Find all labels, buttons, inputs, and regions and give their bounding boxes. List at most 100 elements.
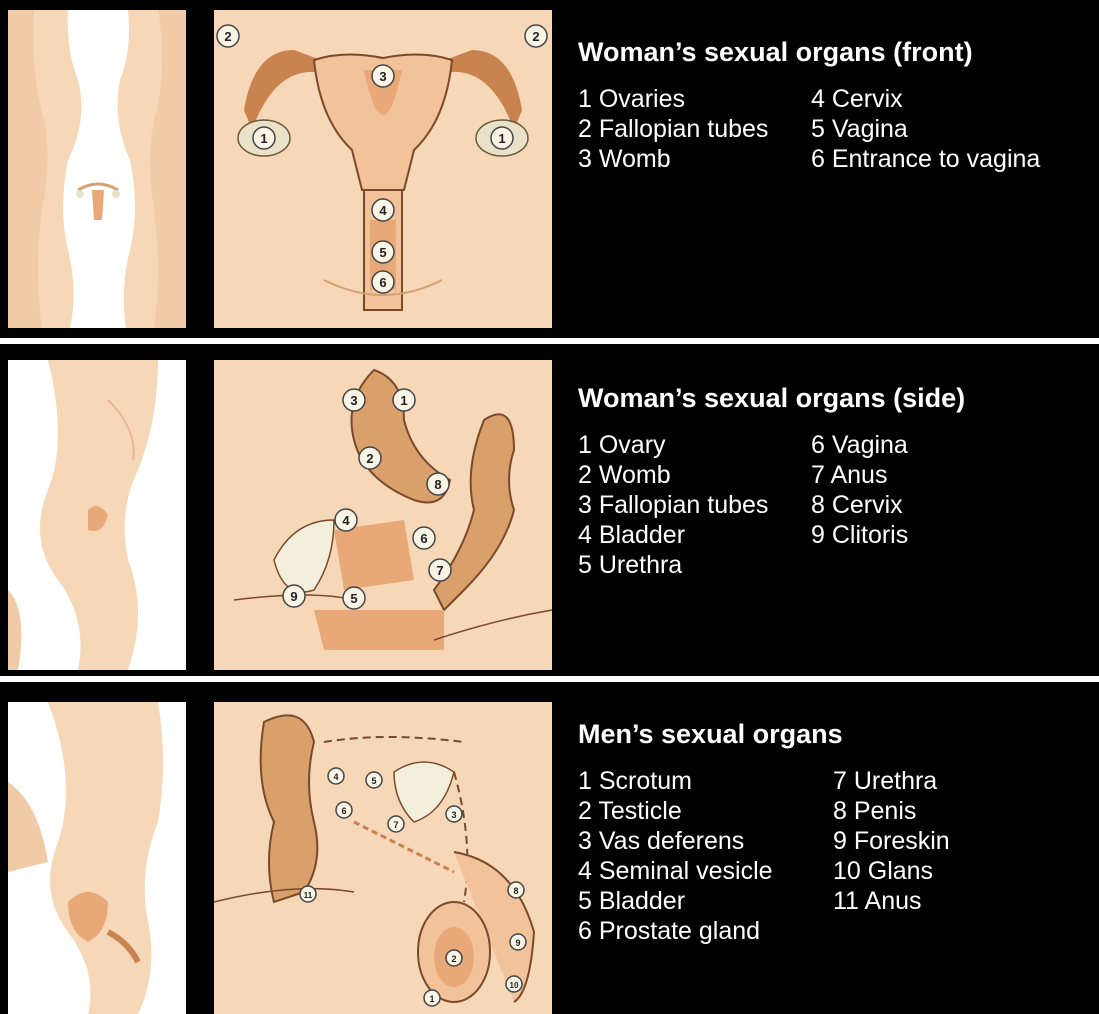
svg-text:4: 4 — [379, 203, 387, 218]
svg-text:11: 11 — [304, 891, 313, 900]
legend-item: 4 Seminal vesicle — [578, 856, 773, 886]
marker-3: 3 — [372, 65, 394, 87]
thumbnail-woman-front — [8, 10, 186, 328]
legend-item: 6 Prostate gland — [578, 916, 773, 946]
diagram-woman-front: 1 1 2 2 3 4 5 6 — [214, 10, 552, 328]
woman-front-figure — [8, 10, 186, 328]
svg-text:1: 1 — [260, 131, 267, 146]
uterus-front-illustration: 1 1 2 2 3 4 5 6 — [214, 10, 552, 328]
svg-text:8: 8 — [434, 477, 441, 492]
svg-text:8: 8 — [513, 886, 518, 896]
marker-4: 4 — [328, 768, 344, 784]
svg-text:1: 1 — [400, 393, 407, 408]
panel-title: Men’s sexual organs — [578, 718, 1093, 750]
svg-text:1: 1 — [429, 994, 434, 1004]
thumbnail-woman-side — [8, 360, 186, 670]
svg-text:6: 6 — [341, 806, 346, 816]
legend-item: 6 Vagina — [811, 430, 908, 460]
svg-text:6: 6 — [420, 531, 427, 546]
marker-9: 9 — [283, 585, 305, 607]
legend-item: 11 Anus — [833, 886, 950, 916]
marker-7: 7 — [429, 559, 451, 581]
marker-8: 8 — [508, 882, 524, 898]
diagram-woman-side: 1 2 3 4 5 6 7 8 9 — [214, 360, 552, 670]
panel-men: 1 2 3 4 5 6 7 8 9 10 11 Men’s sexual org… — [0, 682, 1099, 1014]
marker-5: 5 — [343, 587, 365, 609]
marker-10: 10 — [506, 976, 522, 992]
marker-1-right: 1 — [491, 127, 513, 149]
marker-2: 2 — [359, 447, 381, 469]
svg-text:2: 2 — [532, 29, 539, 44]
panel-title: Woman’s sexual organs (front) — [578, 36, 1093, 68]
panel-woman-front: 1 1 2 2 3 4 5 6 Woman’s sexual organs (f… — [0, 0, 1099, 338]
marker-2-left: 2 — [217, 25, 239, 47]
svg-text:3: 3 — [379, 69, 386, 84]
legend-item: 1 Ovaries — [578, 84, 768, 114]
marker-4: 4 — [335, 509, 357, 531]
svg-text:7: 7 — [436, 563, 443, 578]
legend-item: 6 Entrance to vagina — [811, 144, 1041, 174]
marker-6: 6 — [413, 527, 435, 549]
svg-text:1: 1 — [498, 131, 505, 146]
panel-title: Woman’s sexual organs (side) — [578, 382, 1093, 414]
marker-5: 5 — [366, 772, 382, 788]
marker-6: 6 — [372, 271, 394, 293]
marker-7: 7 — [388, 816, 404, 832]
legend-item: 4 Bladder — [578, 520, 768, 550]
man-side-figure — [8, 702, 186, 1014]
svg-text:9: 9 — [515, 938, 520, 948]
legend-item: 7 Urethra — [833, 766, 950, 796]
woman-side-figure — [8, 360, 186, 670]
panel-woman-side: 1 2 3 4 5 6 7 8 9 Woman’s sexual organs … — [0, 344, 1099, 676]
svg-text:5: 5 — [379, 245, 386, 260]
legend-item: 9 Foreskin — [833, 826, 950, 856]
legend-item: 8 Penis — [833, 796, 950, 826]
marker-5: 5 — [372, 241, 394, 263]
legend-item: 5 Urethra — [578, 550, 768, 580]
legend-woman-side: Woman’s sexual organs (side) 1 Ovary 2 W… — [578, 382, 1093, 662]
legend-item: 3 Fallopian tubes — [578, 490, 768, 520]
svg-text:10: 10 — [510, 981, 519, 990]
thumbnail-man-side — [8, 702, 186, 1014]
marker-6: 6 — [336, 802, 352, 818]
svg-text:7: 7 — [393, 820, 398, 830]
legend-item: 10 Glans — [833, 856, 950, 886]
svg-text:2: 2 — [451, 954, 456, 964]
svg-text:2: 2 — [366, 451, 373, 466]
marker-8: 8 — [427, 473, 449, 495]
diagram-men: 1 2 3 4 5 6 7 8 9 10 11 — [214, 702, 552, 1014]
legend-item: 1 Scrotum — [578, 766, 773, 796]
marker-3: 3 — [446, 806, 462, 822]
legend-item: 5 Bladder — [578, 886, 773, 916]
marker-1: 1 — [393, 389, 415, 411]
svg-text:3: 3 — [350, 393, 357, 408]
legend-item: 9 Clitoris — [811, 520, 908, 550]
legend-item: 3 Womb — [578, 144, 768, 174]
legend-item: 5 Vagina — [811, 114, 1091, 144]
male-side-illustration: 1 2 3 4 5 6 7 8 9 10 11 — [214, 702, 552, 1014]
svg-text:4: 4 — [333, 772, 338, 782]
legend-men: Men’s sexual organs 1 Scrotum 2 Testicle… — [578, 718, 1093, 1008]
marker-2: 2 — [446, 950, 462, 966]
marker-3: 3 — [343, 389, 365, 411]
legend-item: 2 Fallopian tubes — [578, 114, 768, 144]
marker-9: 9 — [510, 934, 526, 950]
legend-item: 8 Cervix — [811, 490, 908, 520]
legend-item: 3 Vas deferens — [578, 826, 773, 856]
svg-text:9: 9 — [290, 589, 297, 604]
legend-woman-front: Woman’s sexual organs (front) 1 Ovaries … — [578, 36, 1093, 316]
pelvis-side-illustration: 1 2 3 4 5 6 7 8 9 — [214, 360, 552, 670]
svg-text:4: 4 — [342, 513, 350, 528]
svg-text:2: 2 — [224, 29, 231, 44]
svg-text:5: 5 — [350, 591, 357, 606]
legend-item: 4 Cervix — [811, 84, 1091, 114]
svg-text:3: 3 — [451, 810, 456, 820]
marker-11: 11 — [300, 886, 316, 902]
marker-4: 4 — [372, 199, 394, 221]
marker-1: 1 — [424, 990, 440, 1006]
marker-2-right: 2 — [525, 25, 547, 47]
marker-1-left: 1 — [253, 127, 275, 149]
legend-item: 2 Testicle — [578, 796, 773, 826]
legend-item: 7 Anus — [811, 460, 908, 490]
svg-text:5: 5 — [371, 776, 376, 786]
